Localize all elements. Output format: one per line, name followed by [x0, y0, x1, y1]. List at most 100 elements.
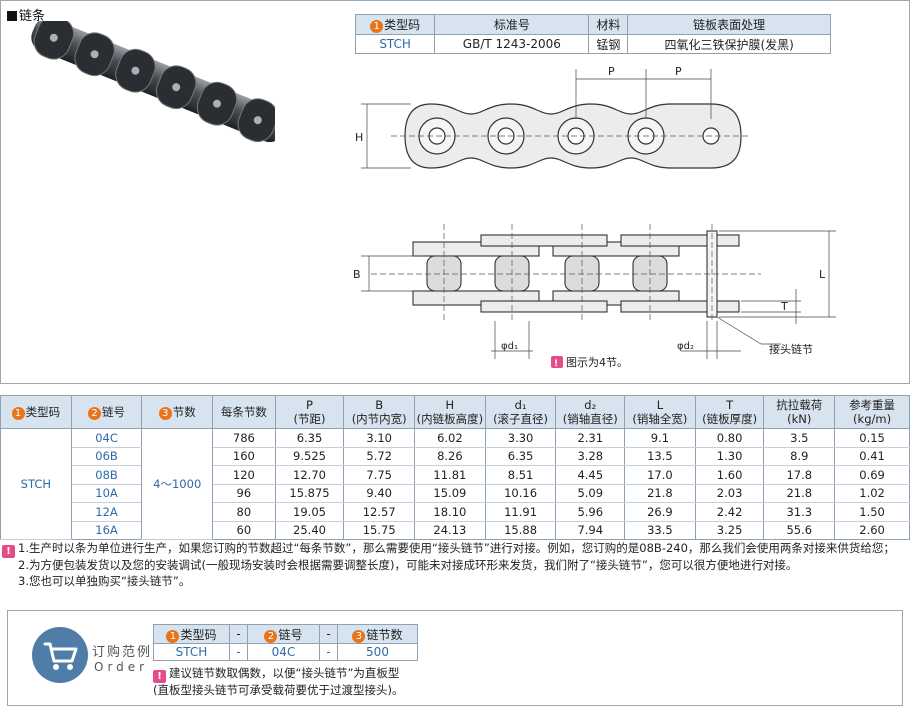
order-header-type-text: 类型码 [180, 627, 217, 642]
cell-h: 6.02 [414, 428, 486, 448]
chain-photo [31, 21, 275, 143]
dimension-header-desc: (销轴全宽) [632, 412, 688, 426]
chain-number-cell: 10A [70, 484, 143, 503]
badge-2-icon: 2 [264, 629, 278, 643]
note-warning-icon: ! [2, 545, 15, 558]
badge-3-icon: 3 [352, 629, 366, 643]
note-1: !1.生产时以条为单位进行生产，如果您订购的节数超过“每条节数”，那么需要使用“… [2, 541, 910, 558]
order-dash-3: - [229, 643, 248, 661]
dim-p2-label: P [675, 65, 682, 78]
dim-b-label: B [353, 268, 361, 281]
dimension-header-symbol: d₁ [514, 398, 527, 412]
cell-d1: 6.35 [484, 447, 557, 466]
chain-number-cell: 06B [70, 447, 143, 466]
order-dash-4: - [319, 643, 338, 661]
cell-h: 11.81 [414, 465, 486, 485]
cart-glyph-icon [43, 642, 78, 670]
cell-load: 21.8 [763, 484, 836, 503]
spec-surface-value: 四氧化三铁保护膜(发黑) [627, 34, 831, 54]
title-square-icon [7, 11, 17, 21]
spec-header-material: 材料 [588, 14, 629, 35]
dimension-header-desc: (滚子直径) [493, 412, 549, 426]
order-value-count: 500 [337, 643, 418, 661]
cell-per: 786 [212, 428, 276, 448]
cell-p: 19.05 [274, 502, 345, 522]
cell-per: 160 [212, 447, 276, 466]
order-header-count-text: 链节数 [366, 627, 403, 642]
dimension-header-3: 每条节数 [212, 395, 276, 429]
cell-d2: 7.94 [555, 521, 626, 540]
chain-technical-drawing: P P H [353, 65, 836, 369]
order-note: !建议链节数取偶数，以便“接头链节”为直板型 (直板型接头链节可承受载荷要优于过… [153, 666, 403, 698]
dimension-header-symbol: d₂ [584, 398, 597, 412]
chain-number-cell: 08B [70, 465, 143, 485]
cell-weight: 2.60 [834, 521, 910, 540]
order-label-en: Order [94, 660, 149, 674]
cell-d2: 5.09 [555, 484, 626, 503]
cell-p: 9.525 [274, 447, 345, 466]
link-count-range-cell: 4～1000 [141, 428, 214, 540]
dimension-header-10: T(链板厚度) [694, 395, 765, 429]
cell-h: 15.09 [414, 484, 486, 503]
dimension-header-symbol: T [726, 398, 734, 412]
section-title: 链条 [7, 5, 45, 24]
dim-t-label: T [780, 300, 788, 313]
section-title-text: 链条 [19, 9, 46, 24]
dimension-header-11: 抗拉载荷(kN) [763, 395, 836, 429]
cell-t: 1.30 [694, 447, 765, 466]
cell-load: 3.5 [763, 428, 836, 448]
order-dash-2: - [319, 624, 338, 644]
order-note-icon: ! [153, 670, 166, 683]
cell-load: 55.6 [763, 521, 836, 540]
dimension-header-desc: (销轴直径) [562, 412, 618, 426]
dimension-header-desc: (kN) [787, 412, 812, 426]
cell-b: 15.75 [343, 521, 416, 540]
cell-d2: 5.96 [555, 502, 626, 522]
order-value-chain: 04C [247, 643, 320, 661]
cell-weight: 1.50 [834, 502, 910, 522]
cell-l: 33.5 [624, 521, 696, 540]
cell-load: 8.9 [763, 447, 836, 466]
dim-l-label: L [819, 268, 826, 281]
cell-l: 21.8 [624, 484, 696, 503]
cell-t: 1.60 [694, 465, 765, 485]
cell-per: 60 [212, 521, 276, 540]
cell-load: 31.3 [763, 502, 836, 522]
chain-number-cell: 04C [70, 428, 143, 448]
cell-d1: 8.51 [484, 465, 557, 485]
dim-h-label: H [355, 131, 363, 144]
cell-weight: 1.02 [834, 484, 910, 503]
cell-t: 2.03 [694, 484, 765, 503]
caption-note-glyph: ! [554, 359, 558, 369]
cell-h: 8.26 [414, 447, 486, 466]
cell-d1: 15.88 [484, 521, 557, 540]
order-header-chain-text: 链号 [278, 627, 303, 642]
order-note-line-2: (直板型接头链节可承受载荷要优于过渡型接头)。 [153, 683, 404, 697]
dimension-header-12: 参考重量(kg/m) [834, 395, 910, 429]
cell-d1: 11.91 [484, 502, 557, 522]
cell-l: 17.0 [624, 465, 696, 485]
dim-d2-label: φd₂ [677, 341, 694, 352]
cell-per: 80 [212, 502, 276, 522]
cell-weight: 0.41 [834, 447, 910, 466]
cell-weight: 0.69 [834, 465, 910, 485]
dimension-header-text: 类型码 [25, 404, 61, 419]
note-3-text: 3.您也可以单独购买“接头链节”。 [18, 573, 191, 588]
dimension-header-symbol: 参考重量 [849, 398, 896, 412]
dimension-header-9: L(销轴全宽) [624, 395, 696, 429]
cell-d2: 4.45 [555, 465, 626, 485]
order-value-type: STCH [153, 643, 230, 661]
badge-1-icon: 1 [370, 20, 384, 33]
dimension-header-symbol: 抗拉载荷 [776, 398, 823, 412]
spec-header-standard: 标准号 [434, 14, 590, 35]
badge-2-icon: 2 [88, 406, 102, 420]
chain-number-cell: 12A [70, 502, 143, 522]
